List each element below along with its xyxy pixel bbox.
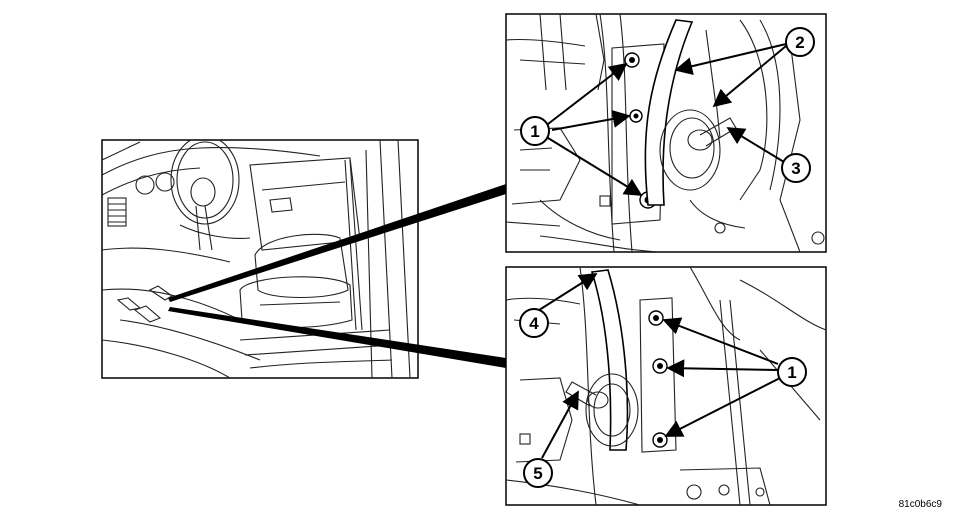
svg-text:3: 3 [791, 159, 800, 178]
svg-text:4: 4 [529, 314, 539, 333]
overview-panel [101, 139, 419, 379]
svg-text:5: 5 [533, 464, 542, 483]
leader-wedge-top [168, 184, 506, 302]
callout-2: 2 [785, 27, 815, 57]
svg-text:1: 1 [530, 122, 539, 141]
bottom-detail-panel [505, 266, 827, 506]
svg-text:2: 2 [795, 33, 804, 52]
callout-4: 4 [519, 308, 549, 338]
top-detail-panel [505, 13, 827, 253]
callout-3: 3 [781, 153, 811, 183]
leader-wedge-bottom [168, 307, 506, 368]
callout-5: 5 [523, 458, 553, 488]
vehicle-interior-drawing [102, 140, 411, 378]
callout-1-bottom: 1 [777, 357, 807, 387]
top-bracket-drawing [506, 14, 825, 252]
callout-arrows [535, 43, 787, 459]
callout-1-top: 1 [520, 116, 550, 146]
svg-text:1: 1 [787, 363, 796, 382]
figure-reference-code: 81c0b6c9 [898, 499, 942, 510]
